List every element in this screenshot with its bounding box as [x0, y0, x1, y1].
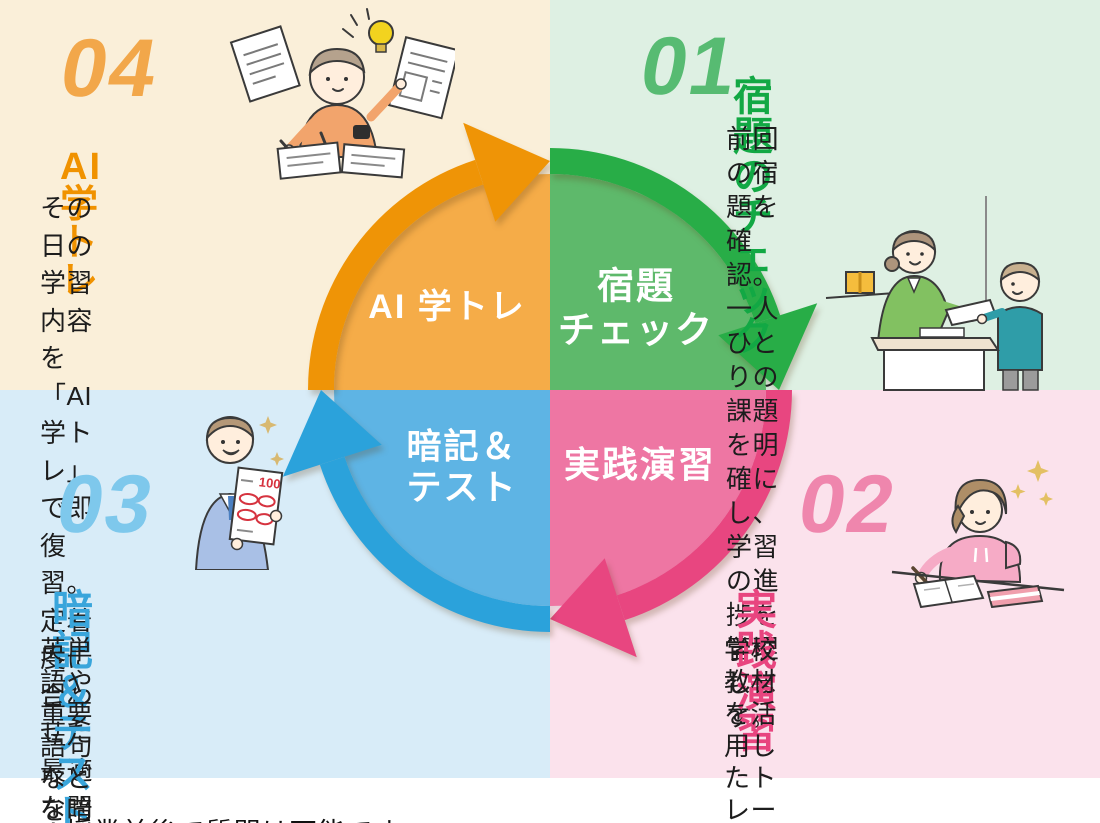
cycle-arrow-blue: [282, 390, 550, 632]
footer-note: ※授業前後で質問は可能です。: [42, 811, 427, 823]
step-description: 学校教材を活用したトレーニング で「わかる」を実感。理解が難 しい単元は「さなる…: [724, 635, 778, 823]
step-description: 前回の宿題を確認。一人ひとりの 課題を明確にし、学習の進捗を 管理します。: [726, 124, 780, 732]
cycle-label-jissen-enshu: 実践演習: [563, 443, 717, 485]
step-number: 04: [54, 23, 166, 114]
footer-strip: [0, 778, 1100, 823]
step-number: 02: [792, 459, 904, 550]
step-number: 01: [634, 21, 746, 112]
step-title: AI 学トレ: [60, 145, 102, 302]
cycle-arrow-green: [550, 148, 818, 390]
svg-text:100: 100: [258, 474, 281, 492]
cycle-diagram: [282, 122, 818, 658]
student-writing-illustration: [229, 8, 455, 180]
step-description: 英単語や重要語句などを暗記し、 その場で確認テスト!「さなる流 勉強法」で暗記科…: [40, 635, 94, 823]
cycle-disc: [334, 174, 766, 606]
cycle-arrow-orange: [308, 122, 550, 390]
step-title: 宿題のチェック: [733, 75, 775, 360]
cycle-arrow-pink: [550, 390, 792, 658]
girl-studying-illustration: [891, 460, 1065, 608]
cycle-label-shukudai-check: 宿題 チェック: [558, 265, 714, 350]
cycle-label-anki-test: 暗記＆ テスト: [406, 427, 518, 508]
cycle-label-ai-gakutore: AI 学トレ: [368, 287, 526, 326]
step-title: 暗記＆テスト: [52, 587, 95, 823]
teacher-checking-homework-illustration: [825, 196, 1043, 391]
teacher-holding-test-illustration: 100: [194, 416, 284, 570]
step-title: 実践演習: [736, 587, 780, 757]
step-number: 03: [50, 459, 162, 550]
step-description: その日の学習内容を「AI 学トレ」で即復習。定着 度に合わせた最適な問題 を A…: [40, 193, 94, 823]
